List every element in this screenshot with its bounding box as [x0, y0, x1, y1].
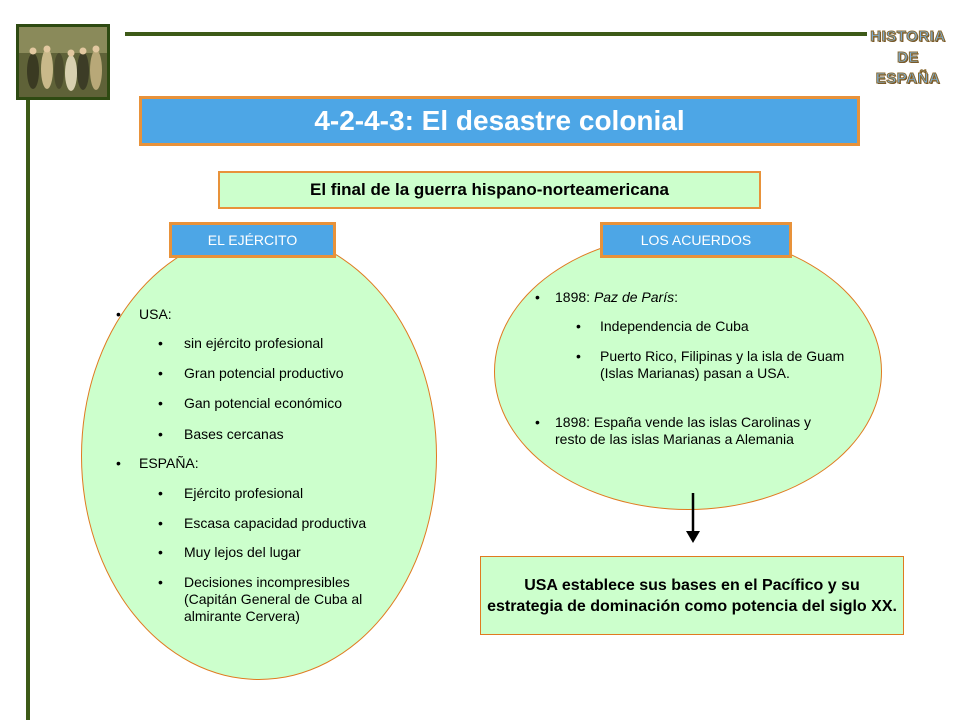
acuerdos-tag: LOS ACUERDOS — [600, 222, 792, 258]
down-arrow-icon — [686, 493, 700, 543]
espana-label: ESPAÑA: — [139, 455, 199, 471]
list-item: Gran potencial productivo — [184, 365, 344, 381]
bullet: • — [116, 306, 121, 322]
list-item: Decisiones incompresibles (Capitán Gener… — [184, 574, 363, 624]
bullet: • — [158, 426, 163, 442]
list-item: Bases cercanas — [184, 426, 284, 442]
vertical-rule — [26, 96, 30, 720]
horizontal-rule — [125, 32, 867, 36]
paz-title: Paz de París — [593, 289, 675, 305]
bullet: • — [116, 455, 121, 471]
acuerdos-ellipse — [494, 233, 882, 510]
paz-de-paris-item: 1898: Paz de París: — [555, 289, 678, 306]
paz-suffix: : — [674, 289, 678, 305]
list-item: Muy lejos del lugar — [184, 544, 301, 560]
paz-prefix: 1898: — [555, 289, 594, 305]
bullet: • — [158, 574, 163, 590]
venta-item: 1898: España vende las islas Carolinas y… — [555, 414, 812, 447]
logo-line-2: DE — [897, 49, 919, 67]
bullet: • — [576, 318, 581, 334]
slide-title: 4-2-4-3: El desastre colonial — [139, 96, 860, 146]
painting-image — [19, 27, 107, 97]
bullet: • — [158, 515, 163, 531]
usa-label: USA: — [139, 306, 172, 322]
bullet: • — [158, 485, 163, 501]
bullet: • — [158, 335, 163, 351]
list-item: sin ejército profesional — [184, 335, 324, 351]
logo-line-3: ESPAÑA — [875, 70, 941, 88]
bullet: • — [158, 544, 163, 560]
bullet: • — [158, 395, 163, 411]
bullet: • — [535, 289, 540, 305]
list-item: Escasa capacidad productiva — [184, 515, 367, 531]
list-item: Puerto Rico, Filipinas y la isla de Guam… — [600, 348, 845, 381]
ejercito-ellipse — [81, 232, 437, 680]
logo-line-1: HISTORIA — [870, 28, 946, 46]
list-item: Independencia de Cuba — [600, 318, 749, 334]
painting-thumbnail — [16, 24, 110, 100]
list-item: Ejército profesional — [184, 485, 304, 501]
conclusion-box: USA establece sus bases en el Pacífico y… — [480, 556, 904, 635]
bullet: • — [158, 365, 163, 381]
slide-subtitle: El final de la guerra hispano-norteameri… — [218, 171, 761, 209]
bullet: • — [535, 414, 540, 430]
bullet: • — [576, 348, 581, 364]
list-item: Gan potencial económico — [184, 395, 342, 411]
historia-de-espana-logo: HISTORIA DE ESPAÑA — [868, 26, 948, 96]
ejercito-tag: EL EJÉRCITO — [169, 222, 336, 258]
